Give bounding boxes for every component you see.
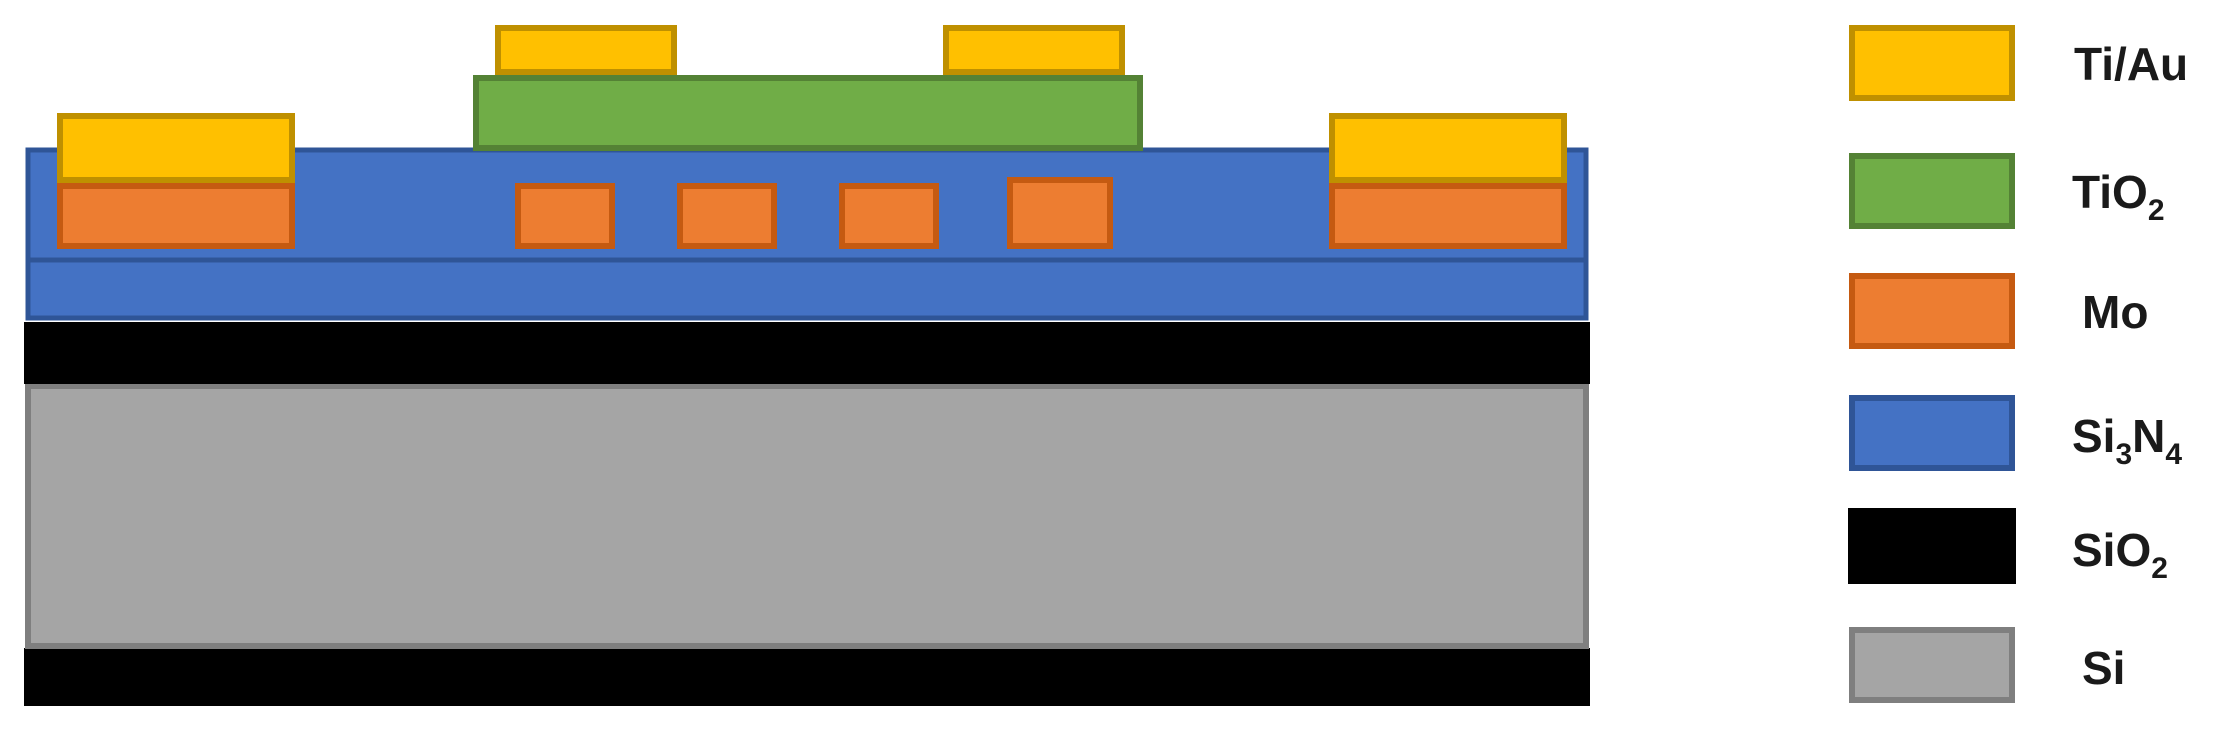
- ti-au-right-pad: [1329, 113, 1567, 183]
- ti-au-top-electrode-left: [495, 25, 677, 75]
- legend-label-si3n4: Si3N4: [2072, 410, 2182, 471]
- legend-swatch-ti-au: [1849, 25, 2015, 101]
- legend-label-sio2: SiO2: [2072, 524, 2168, 585]
- legend-item-si: Si: [1849, 627, 2125, 703]
- mo-right-contact: [1329, 183, 1567, 249]
- mo-buried-electrode-4: [1007, 177, 1113, 249]
- si3n4-lower-layer: [25, 257, 1589, 321]
- sio2-bottom-layer: [24, 648, 1590, 706]
- legend-label-ti-au: Ti/Au: [2074, 38, 2188, 90]
- legend-item-ti-au: Ti/Au: [1849, 25, 2188, 101]
- ti-au-top-electrode-right: [943, 25, 1125, 75]
- ti-au-left-pad: [57, 113, 295, 183]
- legend-item-sio2: SiO2: [1848, 508, 2168, 585]
- legend-swatch-tio2: [1849, 153, 2015, 229]
- tio2-layer: [473, 75, 1143, 151]
- legend-label-mo: Mo: [2082, 286, 2148, 338]
- legend-swatch-si3n4: [1849, 395, 2015, 471]
- mo-buried-electrode-2: [677, 183, 777, 249]
- sio2-top-layer: [24, 322, 1590, 384]
- legend-item-mo: Mo: [1849, 273, 2148, 349]
- si-substrate-layer: [25, 383, 1589, 649]
- legend-label-si: Si: [2082, 642, 2125, 694]
- mo-left-contact: [57, 183, 295, 249]
- legend: Ti/Au TiO2 Mo Si3N4 SiO2 Si: [1848, 25, 2188, 703]
- legend-item-si3n4: Si3N4: [1849, 395, 2182, 471]
- mo-buried-electrode-3: [839, 183, 939, 249]
- legend-swatch-mo: [1849, 273, 2015, 349]
- legend-label-tio2: TiO2: [2072, 166, 2165, 227]
- legend-swatch-sio2: [1848, 508, 2016, 584]
- legend-swatch-si: [1849, 627, 2015, 703]
- mo-buried-electrode-1: [515, 183, 615, 249]
- legend-item-tio2: TiO2: [1849, 153, 2165, 229]
